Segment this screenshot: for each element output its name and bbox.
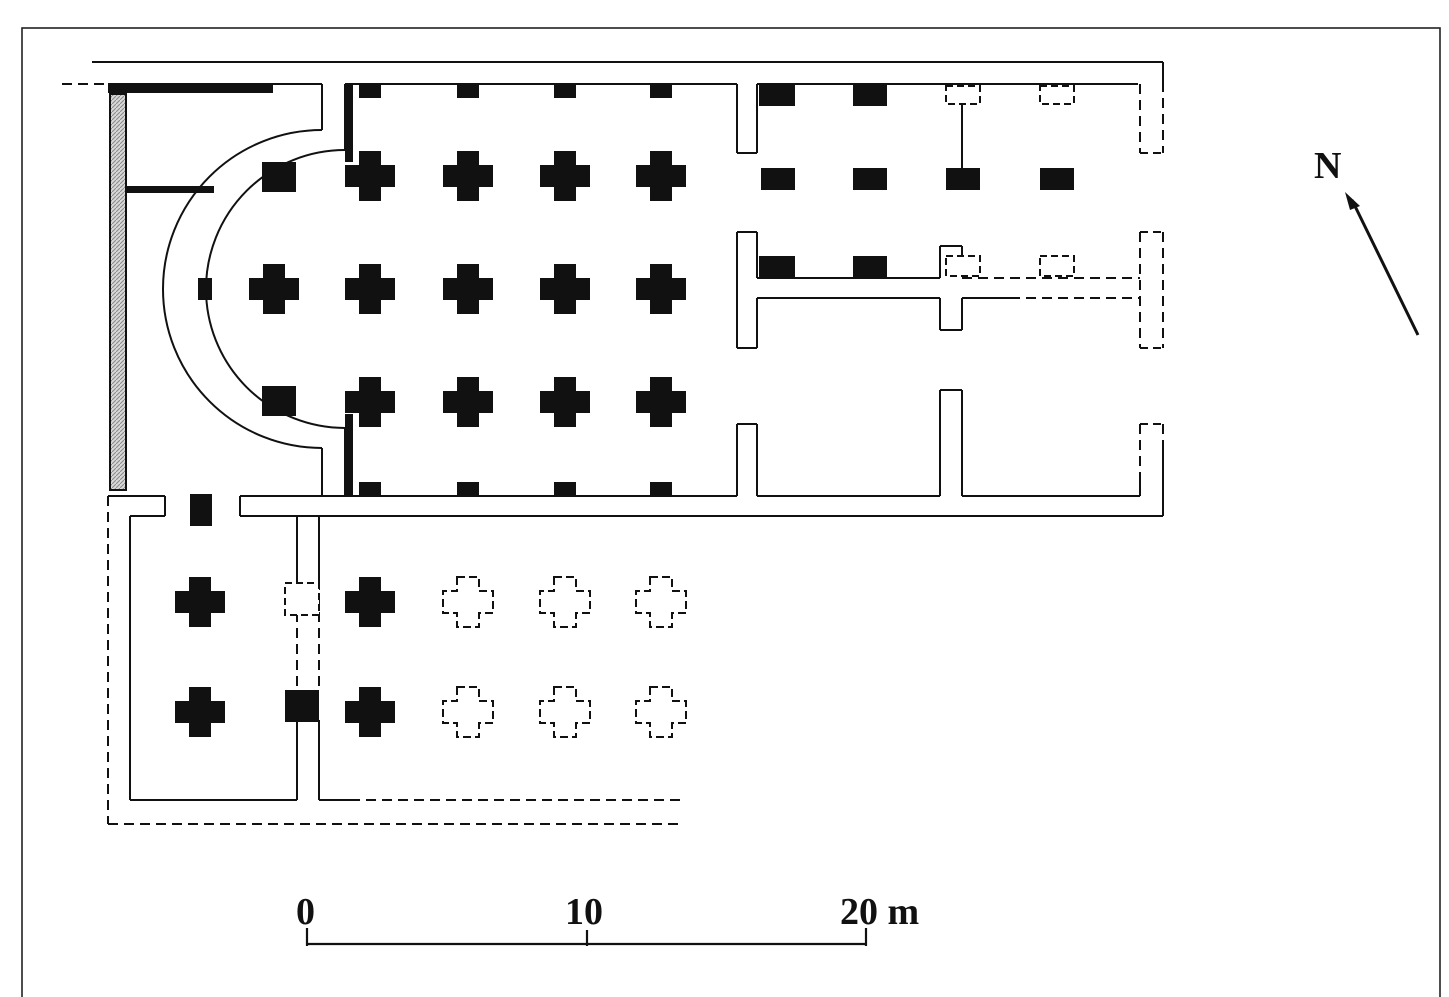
cruciform-pier xyxy=(249,264,299,314)
cruciform-pier-dashed xyxy=(539,576,591,628)
rect-pier-dashed xyxy=(1039,85,1075,105)
cruciform-pier-dashed xyxy=(635,576,687,628)
south-annex-walls xyxy=(107,495,683,825)
rect-pier xyxy=(946,168,980,190)
piers xyxy=(175,84,1075,738)
wall-fragment-middle xyxy=(126,186,214,193)
main-walls xyxy=(62,61,1164,517)
wall-pier xyxy=(457,482,479,496)
cruciform-pier xyxy=(636,151,686,201)
cruciform-pier-dashed xyxy=(539,686,591,738)
scale-tick-20: 20 m xyxy=(840,891,919,933)
rect-pier xyxy=(853,168,887,190)
cruciform-pier xyxy=(175,577,225,627)
cruciform-pier xyxy=(443,264,493,314)
cruciform-pier xyxy=(345,577,395,627)
cruciform-pier xyxy=(345,264,395,314)
wall-pier xyxy=(554,482,576,496)
cruciform-pier xyxy=(175,687,225,737)
pier-fragment xyxy=(262,162,296,192)
scale-tick-0: 0 xyxy=(296,891,315,933)
wall-pier xyxy=(359,84,381,98)
apse-jamb-north xyxy=(345,84,353,162)
cruciform-pier xyxy=(443,377,493,427)
rect-pier-dashed xyxy=(284,582,320,616)
scale-bar: 0 10 20 m xyxy=(296,891,919,946)
cruciform-pier xyxy=(636,377,686,427)
cruciform-pier xyxy=(540,151,590,201)
wall-pier xyxy=(554,84,576,98)
apse-outer xyxy=(162,129,323,449)
cruciform-pier-dashed xyxy=(635,686,687,738)
wall-fragment-north xyxy=(108,84,273,93)
rect-pier xyxy=(761,168,795,190)
rect-pier-dashed xyxy=(945,255,981,277)
rect-pier xyxy=(853,84,887,106)
scale-tick-10: 10 xyxy=(565,891,603,933)
rect-pier-dashed xyxy=(1039,255,1075,277)
cruciform-pier xyxy=(540,377,590,427)
wall-pier xyxy=(650,84,672,98)
apse-jamb-south xyxy=(345,414,353,496)
figure-border xyxy=(21,27,1441,997)
annex-pier-block xyxy=(190,494,212,526)
wall-pier xyxy=(650,482,672,496)
cruciform-pier xyxy=(345,377,395,427)
hatched-west-wall xyxy=(109,93,127,491)
wall-pier xyxy=(457,84,479,98)
rect-pier xyxy=(759,84,795,106)
rect-pier-dashed xyxy=(945,85,981,105)
cruciform-pier-dashed xyxy=(442,686,494,738)
cruciform-pier-dashed xyxy=(442,576,494,628)
rect-pier xyxy=(285,690,319,722)
rect-pier xyxy=(853,256,887,278)
rect-pier xyxy=(1040,168,1074,190)
north-arrow: N xyxy=(1314,145,1420,336)
rect-pier xyxy=(759,256,795,278)
cruciform-pier xyxy=(345,687,395,737)
cruciform-pier xyxy=(636,264,686,314)
pier-fragment xyxy=(198,278,212,300)
cruciform-pier xyxy=(443,151,493,201)
wall-pier xyxy=(359,482,381,496)
cruciform-pier xyxy=(540,264,590,314)
pier-fragment xyxy=(262,386,296,416)
cruciform-pier xyxy=(345,151,395,201)
north-label: N xyxy=(1314,145,1341,187)
